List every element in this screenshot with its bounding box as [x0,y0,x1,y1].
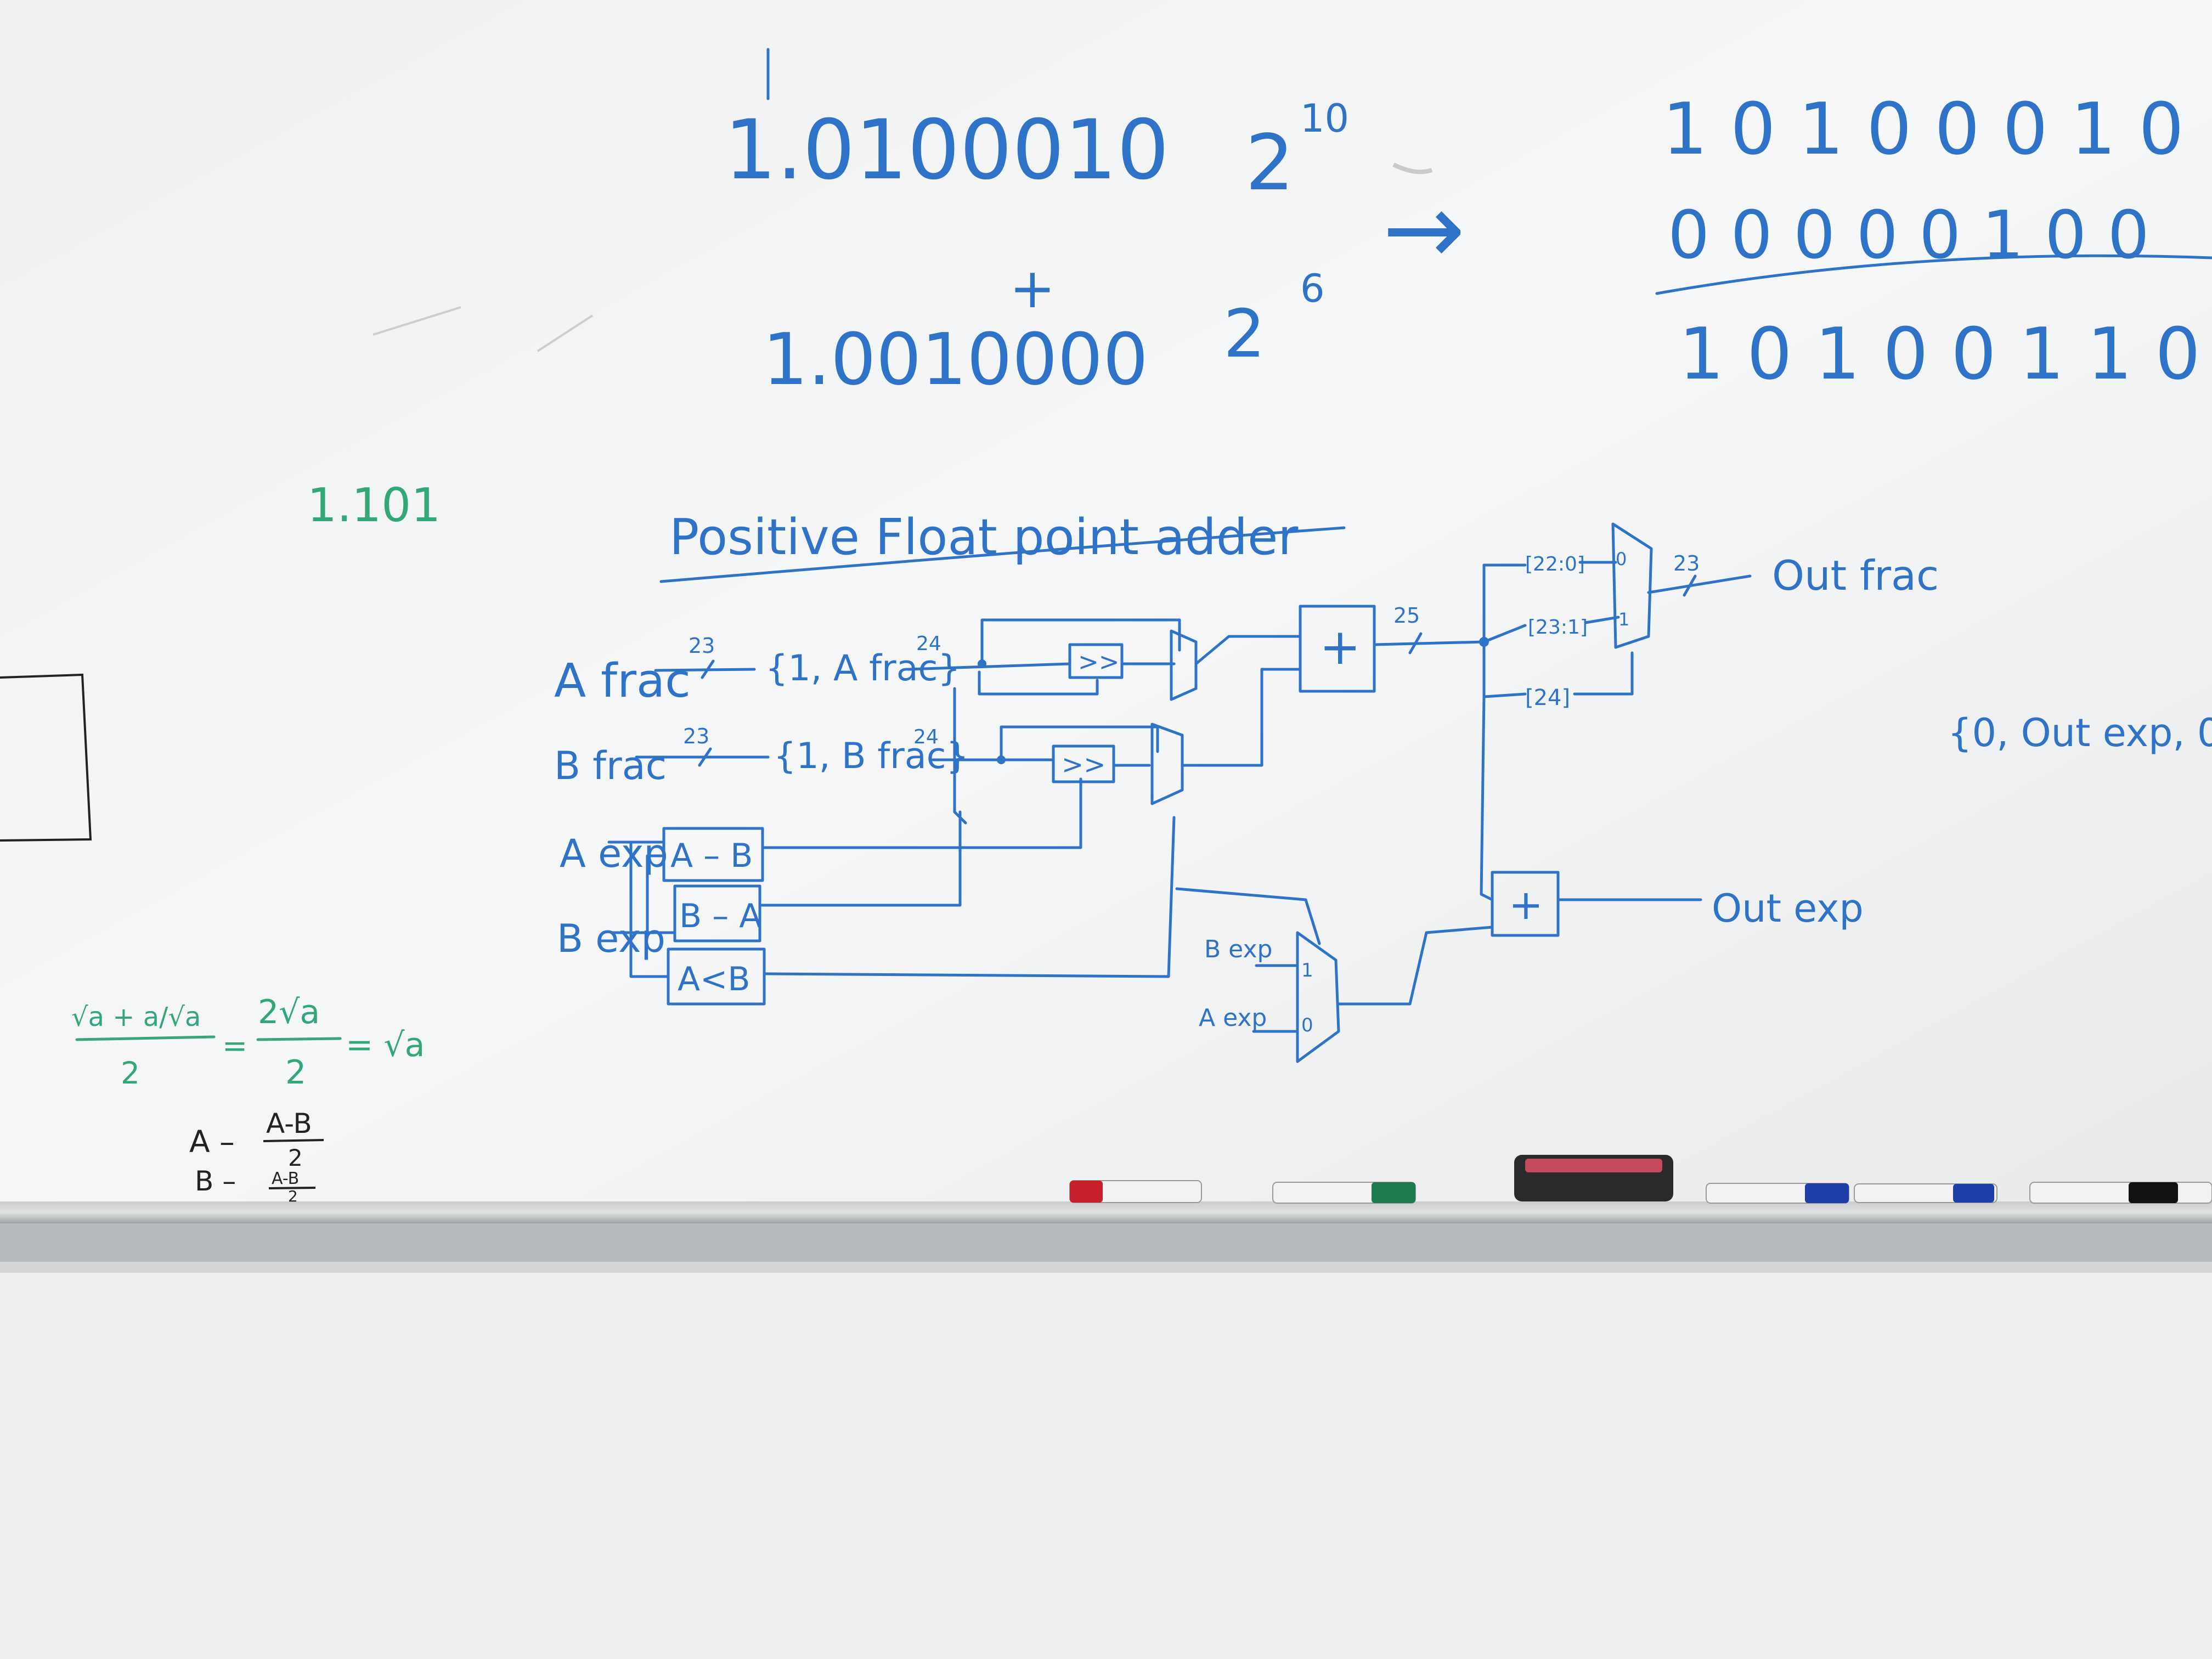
width-23a: 23 [689,634,715,658]
black-b: B – [195,1165,236,1197]
marker-red[interactable] [1069,1180,1202,1203]
marker-black[interactable] [2029,1182,2212,1204]
adder-exp [1491,871,1560,937]
mux-exp-in1: 1 [1301,960,1313,981]
arrow: → [1383,172,1465,287]
shifter-b-label: >> [1062,749,1105,780]
sum-result: 1 0 1 0 0 1 1 0 [1679,312,2200,396]
width-24b: 24 [913,726,939,748]
adder-frac [1299,605,1376,693]
out-exp: Out exp [1712,886,1864,931]
svg-text:=: = [222,1028,247,1063]
b-exp-base: 2 [1223,296,1265,373]
slice-24: [24] [1525,685,1570,710]
marker-green[interactable] [1272,1182,1416,1204]
green-mid-num: 2√a [258,993,320,1031]
width-24a: 24 [916,633,941,655]
binary-example: 1.0100010 2 10 + 1.0010000 2 6 → 1 0 1 0… [724,48,2212,401]
mux-exp-in0: 0 [1301,1014,1313,1036]
mux-exp [1296,931,1340,1063]
mux-a [1170,629,1198,701]
adder-exp-label: + [1509,881,1543,929]
mux-frac-out [1611,522,1653,649]
mux-b [1150,723,1184,805]
slice-23-1: [23:1] [1528,616,1588,639]
b-bits: 1.0010000 [763,318,1148,401]
green-value: 1.101 [307,478,441,533]
label-b-exp: B exp [557,916,665,961]
smudges [373,162,1433,352]
a-exp-base: 2 [1245,119,1294,208]
mux-frac-in1: 1 [1618,609,1629,630]
a-bits: 1.0100010 [724,103,1169,198]
black-a-den: 2 [288,1144,303,1171]
black-a-num: A-B [266,1108,312,1139]
black-a: A – [189,1124,235,1159]
out-frac: Out frac [1772,551,1939,600]
sub-ba-label: B – A [679,897,761,935]
sub-ba-box [673,884,761,943]
partial-box [0,673,92,842]
board-surface-upper [0,0,2212,1207]
side-notes: 1.101 √a + a/√a 2 = 2√a 2 = √a A – A-B 2… [71,478,2212,1205]
marker-tray [0,1201,2212,1273]
black-b-den: 2 [288,1187,298,1205]
green-rhs: = √a [346,1026,425,1064]
sum-shifted: 0 0 0 0 0 1 0 0 [1668,198,2149,274]
green-mid-den: 2 [285,1053,306,1092]
black-b-num: A-B [272,1169,299,1188]
adder-frac-label: + [1319,618,1361,676]
width-23b: 23 [683,724,709,748]
a-exp-power: 10 [1300,96,1349,141]
exp-mux-b: B exp [1204,935,1272,963]
slice-22-0: [22:0] [1525,553,1585,575]
green-lhs-den: 2 [121,1056,140,1091]
marker-blue-2[interactable] [1854,1183,1997,1203]
b-exp-power: 6 [1300,266,1325,311]
concat-b: {1, B frac} [774,736,969,777]
label-a-frac: A frac [554,654,691,708]
shifter-a-label: >> [1078,647,1119,676]
float-adder-diagram: Positive Float point adder A frac B frac… [554,509,1939,1063]
marker-blue-1[interactable] [1706,1183,1849,1204]
cmp-label: A<B [678,960,750,998]
right-note: {0, Out exp, 0 [1948,710,2212,755]
plus-sign: + [1009,256,1056,320]
eraser[interactable] [1514,1155,1673,1201]
shifter-a [1068,643,1124,679]
green-lhs-num: √a + a/√a [71,1002,201,1032]
label-b-frac: B frac [554,743,667,788]
exp-mux-a: A exp [1199,1004,1267,1032]
label-a-exp: A exp [560,831,668,876]
sum-top: 1 0 1 0 0 0 1 0 [1662,87,2184,171]
width-23out: 23 [1673,551,1700,575]
board-surface-lower [0,1267,2212,1659]
sub-ab-label: A – B [670,837,753,875]
mux-frac-in0: 0 [1616,549,1627,569]
width-25: 25 [1393,603,1420,628]
